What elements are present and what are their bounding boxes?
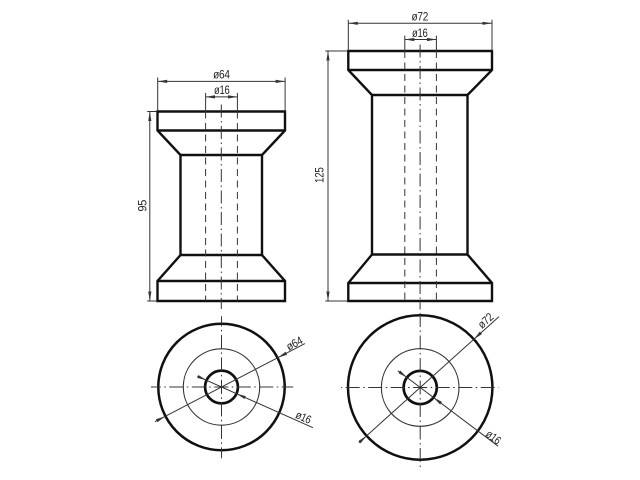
svg-text:ø16: ø16 [412, 28, 428, 40]
svg-text:ø16: ø16 [293, 409, 312, 426]
svg-text:ø16: ø16 [214, 85, 230, 97]
svg-text:ø64: ø64 [213, 70, 230, 82]
svg-text:125: 125 [314, 167, 326, 183]
svg-text:ø72: ø72 [412, 12, 429, 24]
svg-text:95: 95 [137, 200, 149, 212]
